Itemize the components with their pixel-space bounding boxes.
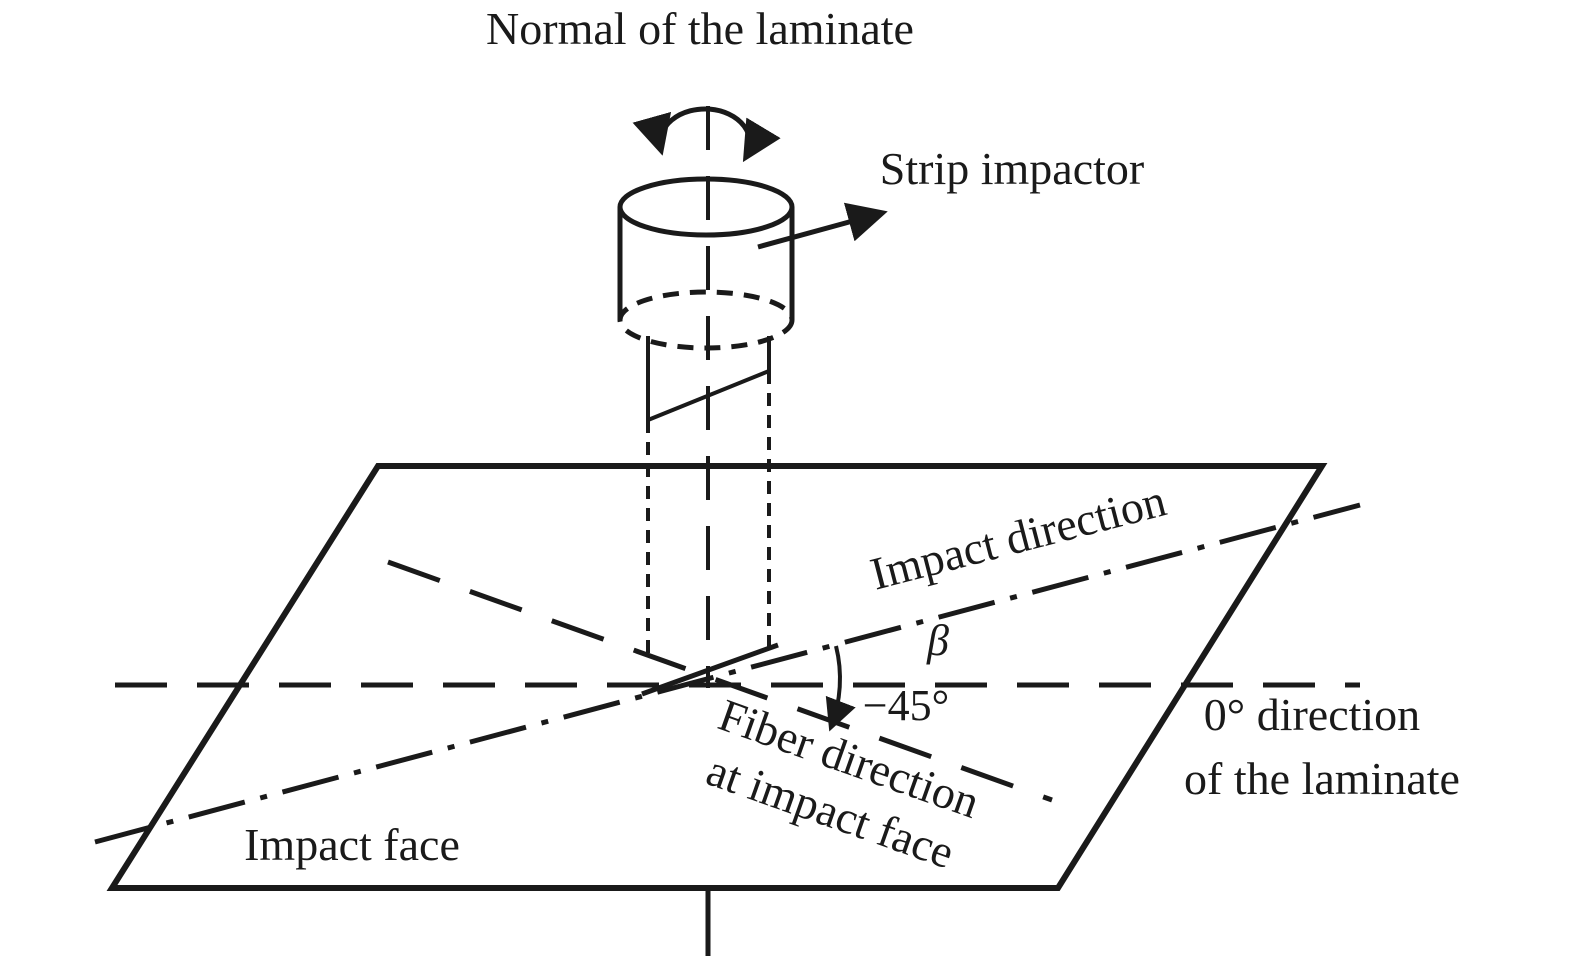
beta-label: β <box>926 616 949 665</box>
impactor-cylinder <box>617 176 795 351</box>
angle-value-label: −45° <box>863 681 949 730</box>
angle-arc <box>825 645 856 732</box>
cylinder-top-ellipse <box>617 176 795 238</box>
impact-direction-line <box>94 502 1361 845</box>
zero-direction-label-line1: 0° direction <box>1204 689 1420 740</box>
strip-impactor-label: Strip impactor <box>880 143 1144 194</box>
impactor-pointer-arrow <box>757 202 888 250</box>
rotation-arrow <box>632 106 781 163</box>
shaft-bevel-edge <box>647 369 770 422</box>
zero-direction-label: 0° direction of the laminate <box>1184 689 1460 804</box>
normal-label: Normal of the laminate <box>486 3 914 54</box>
fiber-direction-line <box>387 559 1053 803</box>
zero-direction-label-line2: of the laminate <box>1184 753 1460 804</box>
impact-face-label: Impact face <box>244 819 460 870</box>
shaft-tip-edge <box>641 642 779 697</box>
impactor-strip-shaft <box>641 336 779 697</box>
